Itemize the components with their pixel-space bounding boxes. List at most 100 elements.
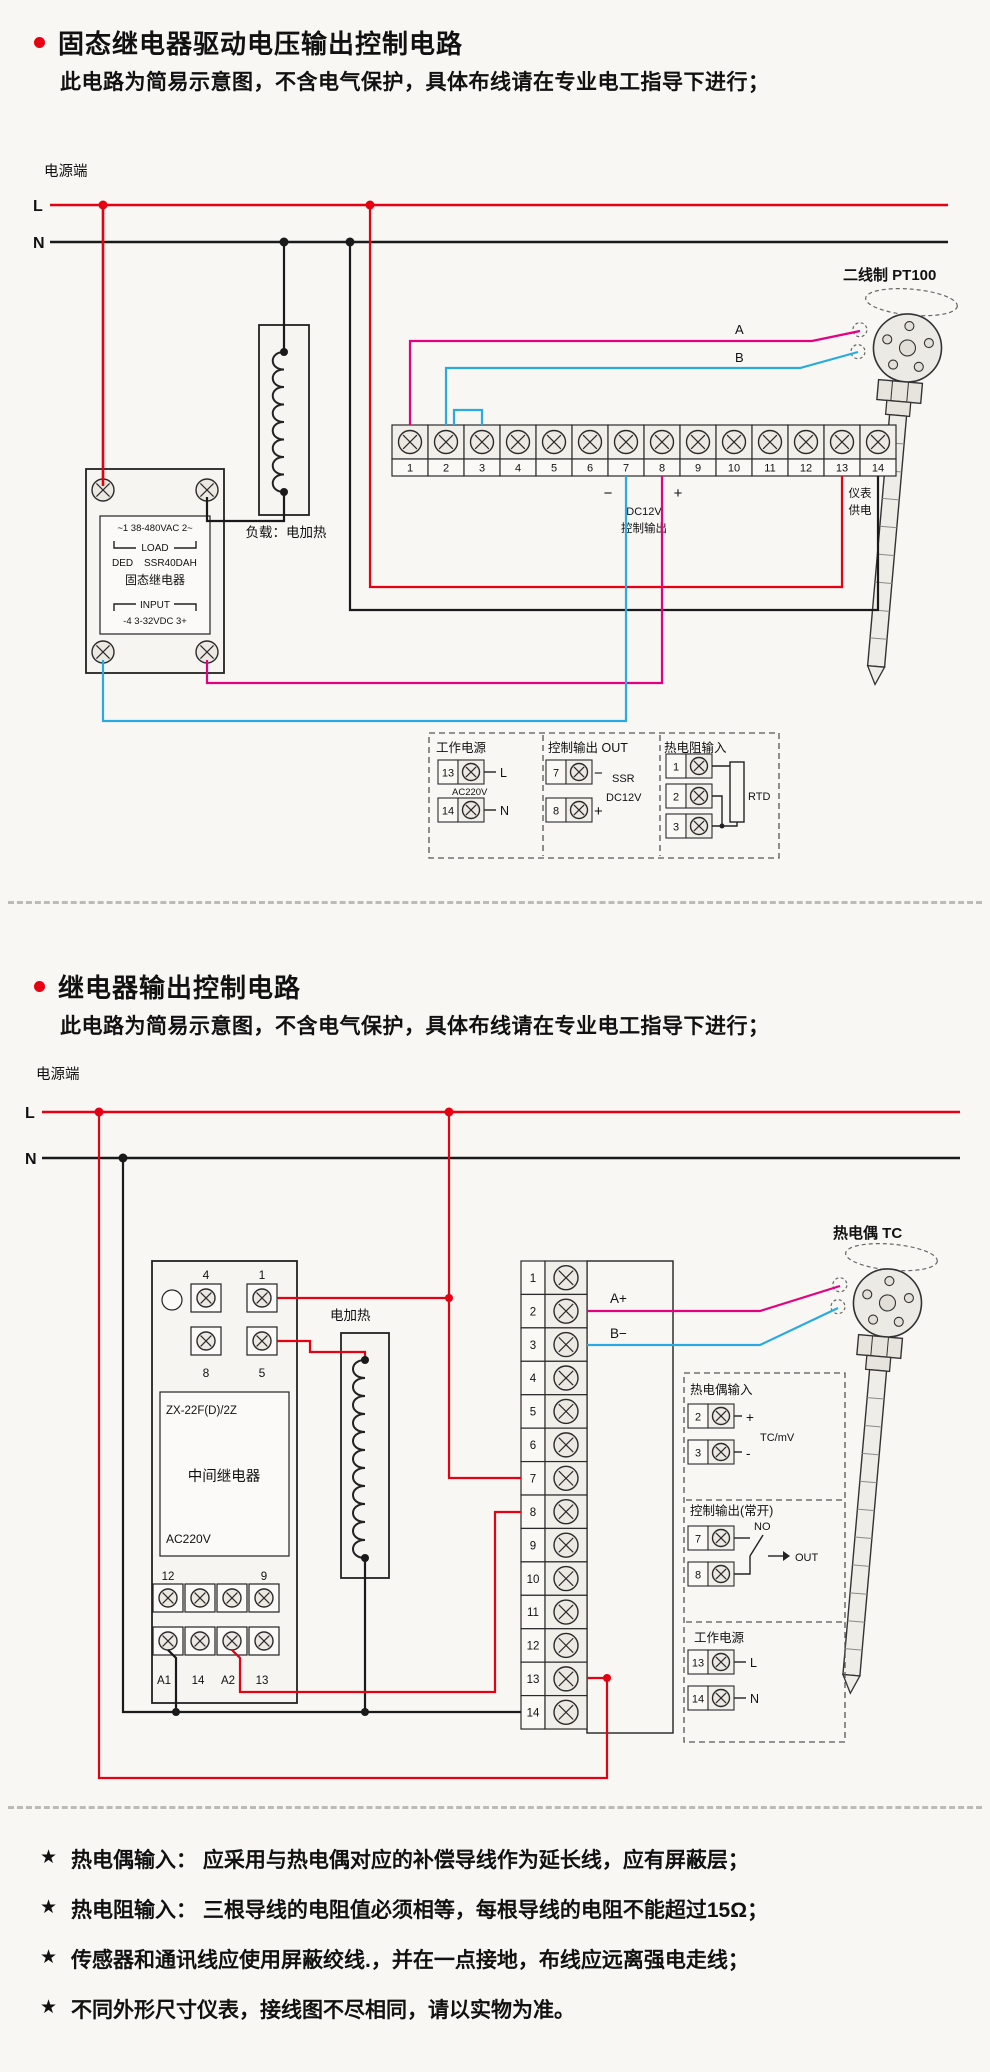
circuit-wires bbox=[97, 1112, 841, 1780]
relay-circuit-diagram: 热电偶 TC 电源端 L N 4 1 8 5 bbox=[25, 1066, 960, 1780]
relay-voltage: AC220V bbox=[166, 1532, 211, 1546]
wire-b-label: B bbox=[735, 350, 744, 365]
legend-l-label: L bbox=[750, 1656, 757, 1670]
legend-n-label: N bbox=[750, 1692, 759, 1706]
junction-dots bbox=[94, 1107, 611, 1716]
legend-plus-label: + bbox=[594, 803, 603, 820]
relay-t8: 8 bbox=[203, 1366, 210, 1380]
terminal-number: 6 bbox=[530, 1440, 536, 1452]
terminal-number: 13 bbox=[527, 1674, 540, 1686]
relay-t1: 1 bbox=[259, 1268, 266, 1282]
relay-terminal-screws bbox=[158, 1288, 274, 1651]
dc-plus-label: + bbox=[674, 485, 683, 502]
star-icon: ★ bbox=[40, 1947, 58, 1968]
note-text: 传感器和通讯线应使用屏蔽绞线.，并在一点接地，布线应远离强电走线； bbox=[71, 1949, 749, 1972]
ssr-name: 固态继电器 bbox=[125, 573, 185, 587]
terminal-number: 5 bbox=[530, 1407, 536, 1419]
terminal-number: 3 bbox=[673, 822, 679, 834]
mains-lines bbox=[42, 1110, 960, 1160]
relay-14: 14 bbox=[192, 1675, 205, 1687]
tc-label: 热电偶 TC bbox=[833, 1224, 902, 1242]
notes: ★ 热电偶输入： 应采用与热电偶对应的补偿导线作为延长线，应有屏蔽层； ★ 热电… bbox=[40, 1844, 970, 2044]
terminal-number: 13 bbox=[836, 463, 848, 475]
ssr-input-line: -4 3-32VDC 3+ bbox=[123, 616, 187, 627]
note-text: 热电阻输入： 三根导线的电阻值必须相等，每根导线的电阻不能超过15Ω； bbox=[71, 1899, 769, 1922]
mains-lines bbox=[50, 203, 948, 244]
terminal-number: 13 bbox=[692, 1658, 704, 1670]
legend-symbols bbox=[734, 1415, 783, 1699]
section1-title: 固态继电器驱动电压输出控制电路 bbox=[58, 29, 464, 59]
relay-a2: A2 bbox=[221, 1675, 235, 1687]
dc12v-label: DC12V bbox=[626, 506, 662, 518]
note-text: 热电偶输入： 应采用与热电偶对应的补偿导线作为延长线，应有屏蔽层； bbox=[71, 1849, 749, 1872]
legend-out-terminals: 78 bbox=[545, 759, 593, 823]
load-heater: 负载：电加热 bbox=[246, 324, 327, 540]
terminal-number: 2 bbox=[695, 1412, 701, 1424]
ssr-circuit-diagram: 二线制 PT100 电源端 L N 负载：电加热 ~1 38-480VAC 2~… bbox=[33, 163, 958, 859]
terminal-number: 10 bbox=[728, 463, 740, 475]
terminal-number: 3 bbox=[695, 1448, 701, 1460]
relay-t4: 4 bbox=[203, 1268, 210, 1282]
b-minus-label: B− bbox=[610, 1326, 627, 1341]
neutral-label: N bbox=[25, 1151, 37, 1168]
terminal-number: 8 bbox=[553, 806, 559, 818]
terminal-number: 14 bbox=[527, 1708, 540, 1720]
legend-power-title: 工作电源 bbox=[694, 1631, 745, 1645]
relay-t12: 12 bbox=[162, 1571, 175, 1583]
terminal-number: 5 bbox=[551, 463, 557, 475]
mounting-hole bbox=[161, 1289, 183, 1311]
terminal-number: 8 bbox=[530, 1507, 536, 1519]
note-item: ★ 热电阻输入： 三根导线的电阻值必须相等，每根导线的电阻不能超过15Ω； bbox=[40, 1894, 970, 1924]
legend-symbols bbox=[484, 761, 745, 827]
legend-out-terminals: 78 bbox=[687, 1525, 735, 1587]
star-icon: ★ bbox=[40, 1897, 58, 1918]
terminal-number: 1 bbox=[673, 762, 679, 774]
terminal-number: 13 bbox=[442, 768, 454, 780]
relay-name: 中间继电器 bbox=[188, 1468, 261, 1485]
arrow-icon bbox=[783, 1551, 790, 1561]
meter-supply-line1: 仪表 bbox=[849, 486, 872, 500]
terminal-number: 8 bbox=[695, 1570, 701, 1582]
terminal-number: 6 bbox=[587, 463, 593, 475]
section-divider bbox=[8, 901, 982, 904]
pt100-sensor bbox=[850, 287, 958, 686]
legend-tc-plus: + bbox=[746, 1410, 754, 1425]
legend-tc-minus: - bbox=[746, 1446, 751, 1461]
terminal-number: 3 bbox=[530, 1340, 536, 1352]
bullet-icon bbox=[34, 981, 45, 992]
terminal-number: 14 bbox=[872, 463, 884, 475]
legend-tc-label: TC/mV bbox=[760, 1432, 795, 1444]
terminal-number: 9 bbox=[530, 1540, 536, 1552]
terminal-number: 10 bbox=[527, 1574, 540, 1586]
legend-rtd-title: 热电阻输入 bbox=[664, 740, 727, 755]
section-divider bbox=[8, 1806, 982, 1809]
legend-power-terminals: 13 14 bbox=[687, 1649, 735, 1711]
terminal-number: 3 bbox=[479, 463, 485, 475]
legend-out-title: 控制输出(常开) bbox=[690, 1503, 773, 1518]
terminal-number: 14 bbox=[692, 1694, 704, 1706]
terminal-number: 7 bbox=[530, 1473, 536, 1485]
legend-out-title: 控制输出 OUT bbox=[548, 740, 628, 755]
ssr-brand: DED bbox=[112, 558, 133, 569]
live-label: L bbox=[33, 198, 43, 215]
legend-tc-terminals: 23 bbox=[687, 1403, 735, 1465]
thermocouple-sensor bbox=[830, 1242, 938, 1695]
load-label: 负载：电加热 bbox=[246, 525, 327, 540]
terminal-number: 2 bbox=[673, 792, 679, 804]
legend-minus-label: − bbox=[594, 765, 603, 782]
instrument-outline bbox=[586, 1260, 674, 1734]
legend-rtd-terminals: 1 2 3 bbox=[665, 753, 713, 839]
control-output-label: 控制输出 bbox=[621, 521, 667, 535]
terminal-number: 11 bbox=[527, 1607, 539, 1619]
note-item: ★ 传感器和通讯线应使用屏蔽绞线.，并在一点接地，布线应远离强电走线； bbox=[40, 1944, 970, 1974]
note-item: ★ 不同外形尺寸仪表，接线图不尽相同，请以实物为准。 bbox=[40, 1994, 970, 2024]
terminal-number: 2 bbox=[443, 463, 449, 475]
heater-label: 电加热 bbox=[330, 1308, 371, 1323]
terminal-number: 7 bbox=[553, 768, 559, 780]
ssr-load-label: LOAD bbox=[141, 543, 168, 554]
